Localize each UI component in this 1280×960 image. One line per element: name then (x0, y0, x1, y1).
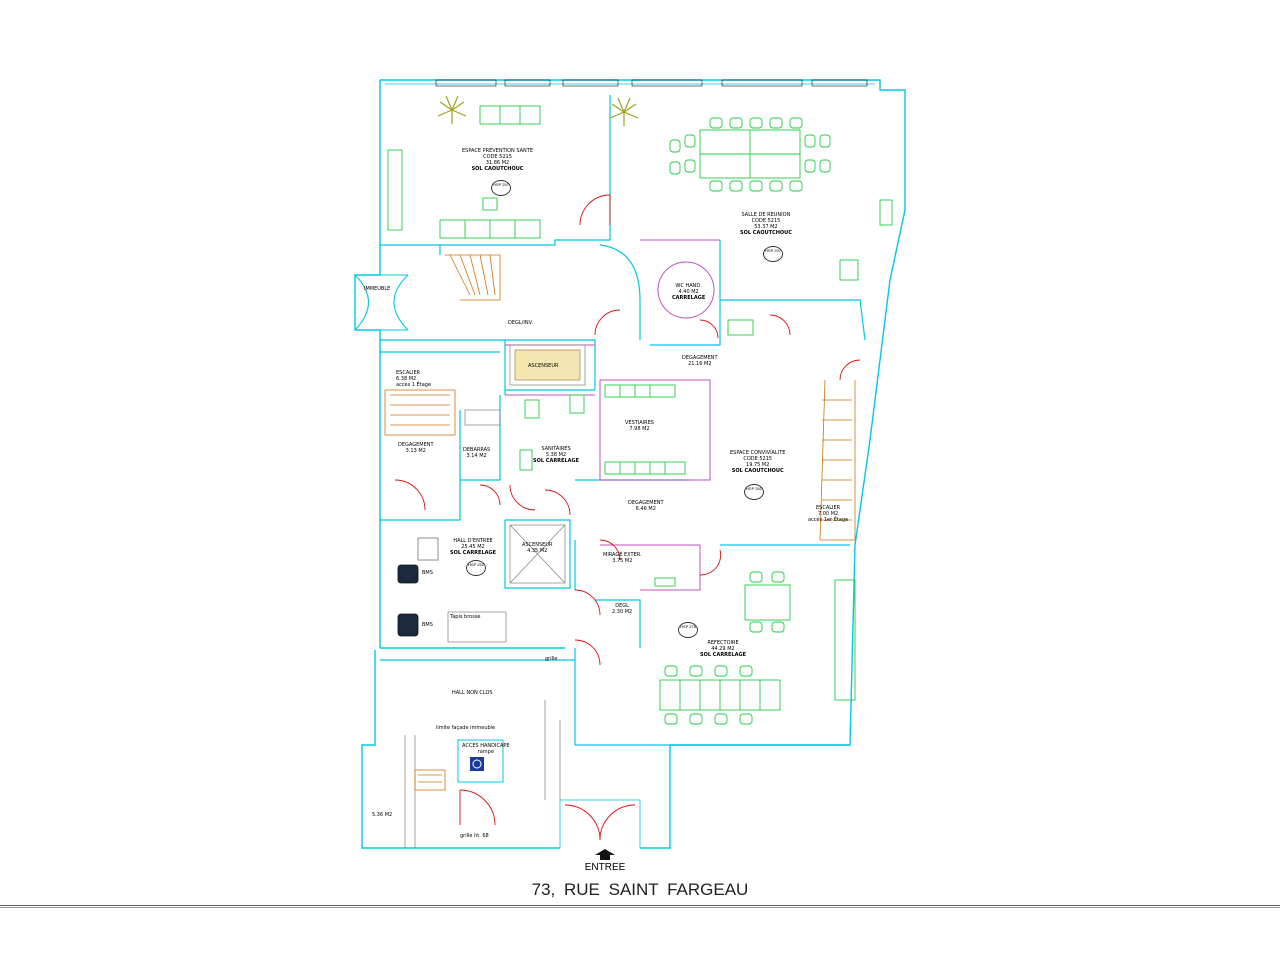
doors (394, 194, 861, 841)
entrance-arrow-icon (595, 849, 615, 855)
accessibility-sign (457, 739, 504, 783)
immeuble-symbol (354, 274, 409, 331)
entrance-arrow-stem (600, 855, 610, 860)
stairs (384, 254, 856, 791)
tag-reunion: HSP 257 (763, 246, 783, 262)
bottom-rule (0, 905, 1280, 906)
tag-prevention: HSP 257 (491, 180, 511, 196)
wc-hand-circle (657, 261, 715, 319)
furniture (387, 105, 893, 725)
top-windows (435, 79, 868, 87)
label-bms-2: BMS (422, 622, 433, 628)
label-grille-1: grille (545, 656, 558, 662)
tag-convivialite: HSP 262 (744, 484, 764, 500)
label-degl-inv: DEGL/INV. (508, 320, 533, 326)
bottom-rule-2 (0, 907, 1280, 908)
outer-walls (354, 79, 906, 849)
label-immeuble: IMMEUBLE (364, 286, 391, 292)
label-dim-left: 5.36 M2 (372, 812, 393, 818)
tag-hall-entree: HSP 262 (466, 560, 486, 576)
label-tapis: Tapis brosse (450, 614, 481, 620)
interior-walls (380, 95, 866, 746)
label-mirage: MIRAGE EXTER.3.75 M2 (603, 552, 642, 564)
label-ascenseur-top: ASCENSEUR (528, 363, 559, 369)
street-address: 73, RUE SAINT FARGEAU (531, 880, 749, 899)
plants (437, 95, 639, 126)
label-grille-2: grille ht. 68 (460, 833, 489, 839)
label-limite: limite façade immeuble (436, 725, 496, 731)
entrance-marker: ENTREE (575, 849, 635, 873)
entrance-label: ENTREE (584, 862, 626, 873)
tag-refectoire: HSP 276 (678, 622, 698, 638)
grey-lines (404, 344, 586, 848)
label-bms-1: BMS (422, 570, 433, 576)
label-hall-non-clos: HALL NON CLOS (452, 690, 493, 696)
bms-units (397, 564, 419, 637)
